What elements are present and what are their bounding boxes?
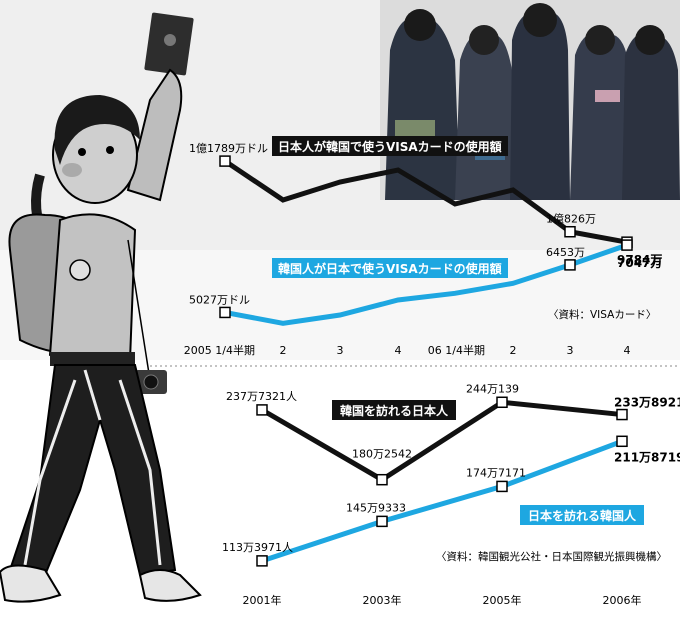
x-tick-label: 2005 1/4半期 [184, 343, 255, 357]
data-label-korean-visitors: 145万9333 [346, 501, 406, 514]
series-title-japanese-visitors: 韓国を訪れる日本人 [340, 403, 449, 418]
x-tick-label: 06 1/4半期 [428, 343, 485, 357]
x-tick-label: 3 [337, 344, 344, 357]
visitor-count-chart: 237万7321人 180万2542 244万139 233万8921人 113万397… [222, 382, 680, 607]
x-tick-label: 4 [624, 344, 631, 357]
x-tick-label: 2006年 [603, 593, 642, 607]
x-tick-label: 4 [395, 344, 402, 357]
data-point-japanese-visitors [376, 473, 388, 486]
data-point-japanese-in-korea [564, 225, 576, 238]
data-point-japanese-visitors [496, 396, 508, 409]
data-label-korean-in-japan: 7047万 [617, 256, 662, 270]
x-tick-label: 2 [280, 344, 287, 357]
series-line-japanese-in-korea [223, 159, 628, 245]
data-point-korean-in-japan [219, 306, 231, 319]
data-label-japanese-visitors: 237万7321人 [226, 390, 297, 403]
data-label-japanese-in-korea: 1億1789万ドル [189, 142, 268, 155]
series-line-korean-in-japan [224, 242, 628, 326]
series-title-box-korean-visitors [520, 505, 644, 525]
x-tick-label: 3 [567, 344, 574, 357]
data-label-korean-in-japan: 6453万 [546, 246, 585, 259]
x-tick-label: 2 [510, 344, 517, 357]
series-title-box-korean-in-japan [272, 258, 508, 278]
data-point-japanese-visitors [256, 404, 268, 416]
data-label-korean-visitors: 174万7171 [466, 466, 526, 479]
data-label-japanese-in-korea: 9784万 [617, 253, 662, 267]
x-tick-label: 2001年 [243, 593, 282, 607]
data-label-korean-in-japan: 5027万ドル [189, 293, 250, 306]
data-label-japanese-visitors: 180万2542 [352, 448, 412, 461]
bottom-chart-source: 〈資料：韓国観光公社・日本国際観光振興機構〉 [436, 550, 667, 563]
x-tick-label: 2005年 [483, 593, 522, 607]
walking-girl-illustration [0, 12, 202, 603]
series-title-box-japanese-in-korea [272, 136, 508, 156]
students-photo [380, 0, 680, 201]
data-point-korean-in-japan [621, 239, 633, 251]
data-label-japanese-in-korea: 1億826万 [546, 213, 596, 226]
data-point-korean-visitors [496, 480, 508, 493]
data-point-korean-in-japan [564, 259, 576, 271]
x-tick-label: 2003年 [363, 593, 402, 607]
series-title-box-japanese-visitors [332, 400, 456, 420]
data-point-korean-visitors [616, 435, 628, 448]
data-point-japanese-in-korea [219, 155, 231, 167]
data-label-japanese-visitors: 244万139 [466, 382, 519, 395]
data-label-korean-visitors: 211万8719人 [614, 449, 680, 464]
series-title-korean-visitors: 日本を訪れる韓国人 [528, 508, 637, 523]
top-chart-source: 〈資料：VISAカード〉 [548, 308, 656, 321]
data-point-korean-visitors [256, 555, 268, 567]
series-line-korean-visitors [261, 438, 623, 564]
data-label-korean-visitors: 113万3971人 [222, 541, 293, 554]
series-title-japanese-in-korea: 日本人が韓国で使うVISAカードの使用額 [278, 139, 502, 154]
series-line-japanese-visitors [260, 399, 623, 483]
series-title-korean-in-japan: 韓国人が日本で使うVISAカードの使用額 [278, 261, 502, 276]
data-point-korean-visitors [376, 515, 388, 528]
data-point-japanese-visitors [616, 408, 628, 421]
data-label-japanese-visitors: 233万8921人 [614, 395, 680, 410]
